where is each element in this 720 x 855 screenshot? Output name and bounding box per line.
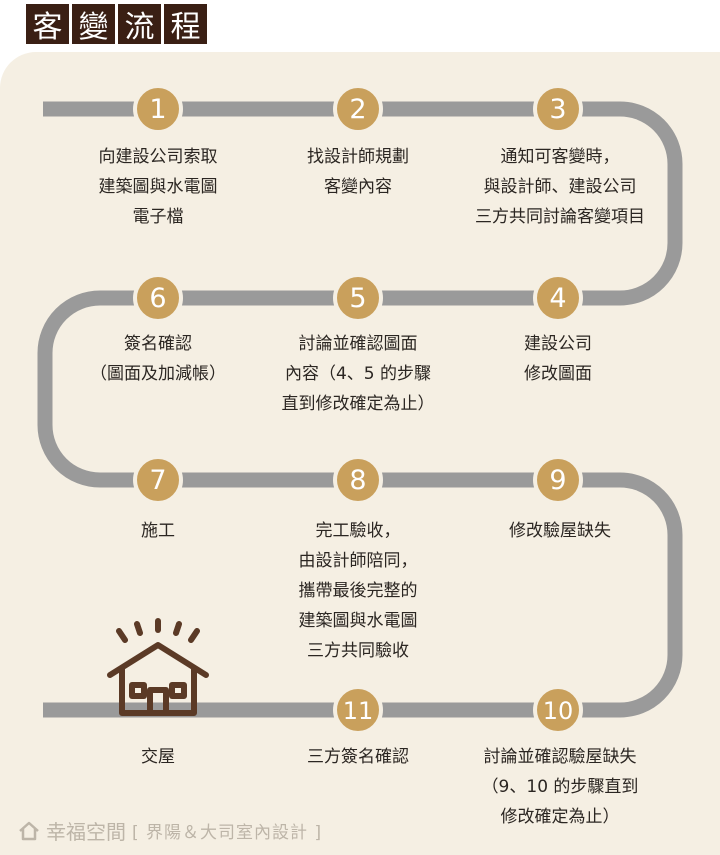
flow-track bbox=[37, 101, 683, 718]
step-9-node bbox=[533, 455, 583, 505]
step-11-node bbox=[333, 685, 383, 735]
step-1-node bbox=[133, 84, 183, 134]
step-3-node bbox=[533, 84, 583, 134]
home-logo-icon bbox=[19, 821, 39, 840]
step-2-text: 找設計師規劃 客變內容 bbox=[307, 147, 409, 197]
step-7-node bbox=[133, 455, 183, 505]
title-char: 流 bbox=[118, 4, 161, 45]
step-8-node bbox=[333, 455, 383, 505]
step-2-node bbox=[333, 84, 383, 134]
watermark: 幸福空間 [ 界陽＆大司室內設計 ] bbox=[18, 816, 322, 845]
step-3-text: 通知可客變時， 與設計師、建設公司 三方共同討論客變項目 bbox=[475, 147, 645, 227]
page-title: 客 變 流 程 bbox=[26, 4, 207, 45]
step-9-number: 9 bbox=[549, 465, 566, 496]
step-1-text: 向建設公司索取 建築圖與水電圖 電子檔 bbox=[98, 147, 218, 227]
title-char: 客 bbox=[26, 4, 69, 45]
title-char: 變 bbox=[72, 4, 115, 45]
step-10-number: 10 bbox=[543, 697, 574, 725]
step-8-number: 8 bbox=[349, 465, 366, 496]
step-11-text: 三方簽名確認 bbox=[307, 747, 409, 767]
watermark-brand: 幸福空間 bbox=[46, 820, 126, 844]
step-4-text: 建設公司 修改圖面 bbox=[524, 334, 592, 384]
step-11-number: 11 bbox=[343, 697, 374, 725]
step-5-node bbox=[333, 273, 383, 323]
step-1-number: 1 bbox=[149, 94, 166, 125]
step-7-number: 7 bbox=[149, 465, 166, 496]
step-3-number: 3 bbox=[549, 94, 566, 125]
title-char: 程 bbox=[164, 4, 207, 45]
step-10-node bbox=[533, 685, 583, 735]
watermark-credit: [ 界陽＆大司室內設計 ] bbox=[132, 823, 323, 843]
step-4-node bbox=[533, 273, 583, 323]
step-9-text: 修改驗屋缺失 bbox=[509, 521, 611, 541]
house-icon bbox=[107, 618, 209, 716]
step-6-node bbox=[133, 273, 183, 323]
step-6-text: 簽名確認 （圖面及加減帳） bbox=[90, 334, 226, 384]
step-10-text: 討論並確認驗屋缺失 （9、10 的步驟直到 修改確定為止） bbox=[481, 747, 639, 827]
step-8-text: 完工驗收， 由設計師陪同， 攜帶最後完整的 建築圖與水電圖 三方共同驗收 bbox=[298, 521, 418, 661]
step-4-number: 4 bbox=[549, 283, 566, 314]
house-label: 交屋 bbox=[141, 747, 175, 767]
step-7-text: 施工 bbox=[141, 521, 175, 541]
step-5-number: 5 bbox=[349, 283, 366, 314]
step-6-number: 6 bbox=[149, 283, 166, 314]
step-2-number: 2 bbox=[349, 94, 366, 125]
step-5-text: 討論並確認圖面 內容（4、5 的步驟 直到修改確定為止） bbox=[281, 334, 435, 414]
